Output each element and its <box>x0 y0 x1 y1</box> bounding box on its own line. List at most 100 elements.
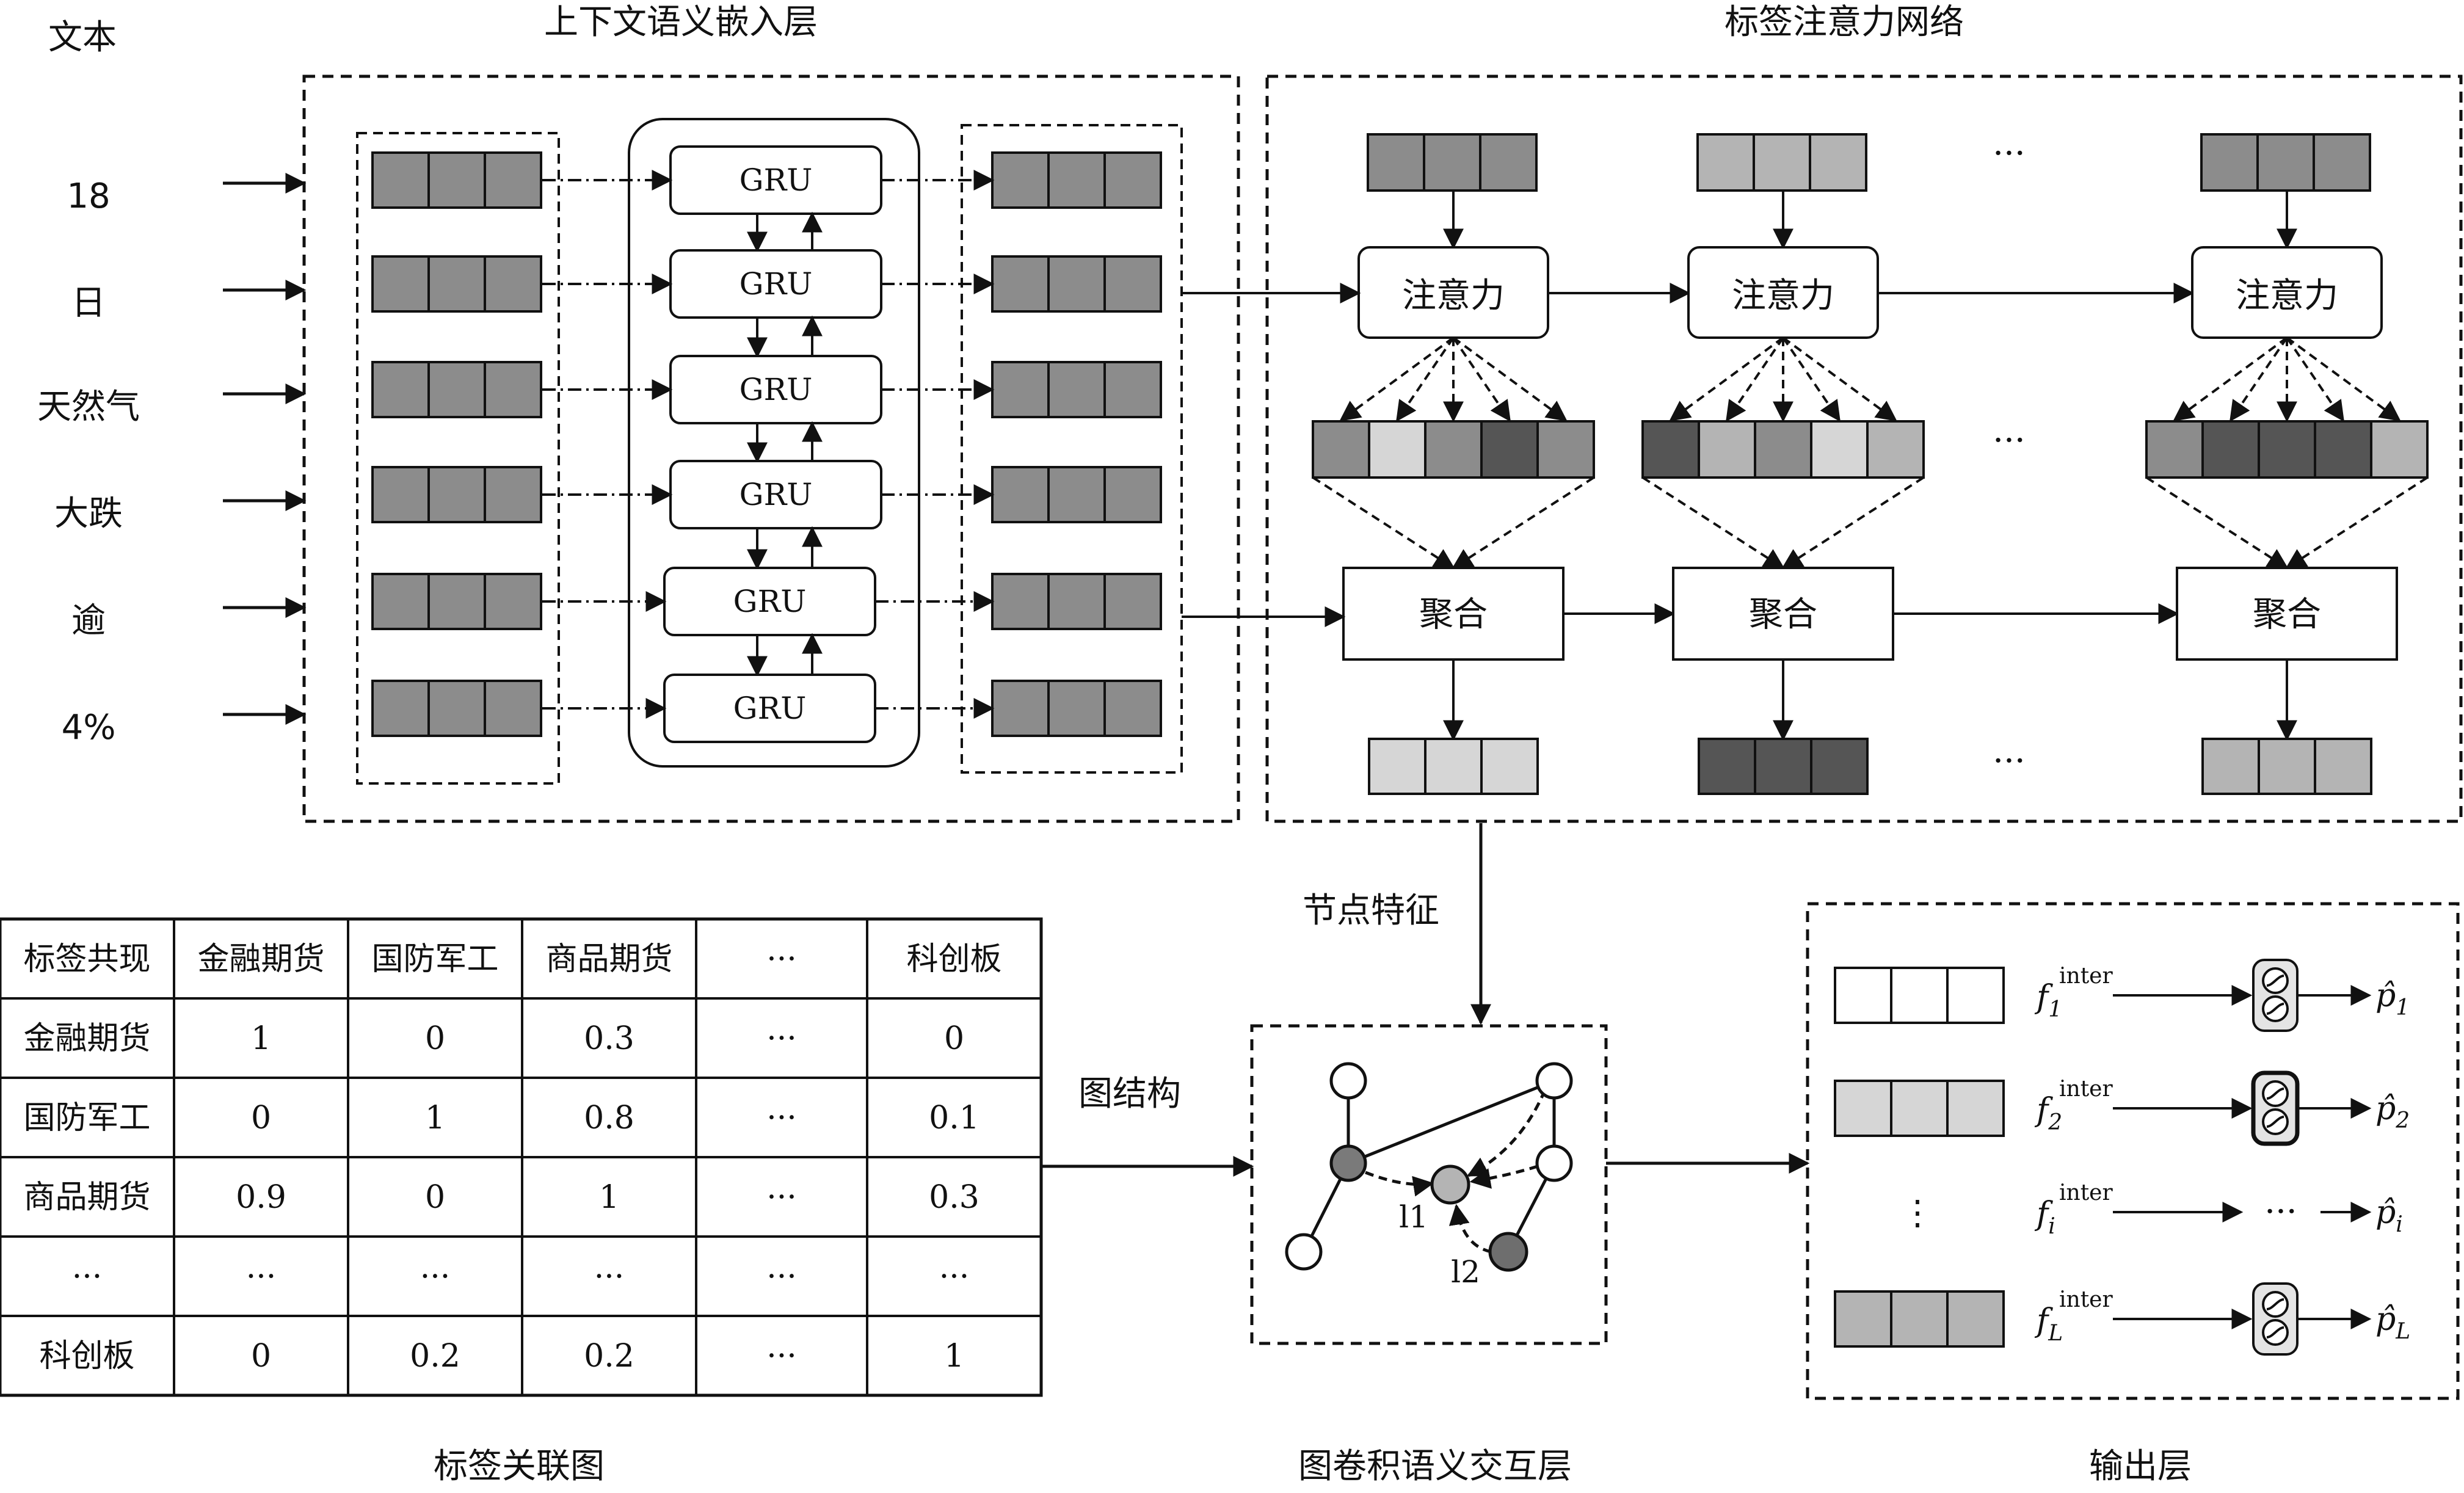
gcn-message-edge <box>1448 1204 1492 1254</box>
node-feature-label: 节点特征 <box>1303 891 1439 931</box>
output-feature-vector <box>1834 1290 2005 1348</box>
vector-cell <box>1946 1290 2005 1348</box>
vector-cell <box>1890 1080 1949 1137</box>
aggregate-arrow <box>2285 476 2429 569</box>
contextual-embedding-vector <box>991 466 1162 523</box>
vector-cell <box>1834 1290 1892 1348</box>
vector-cell <box>2313 133 2371 192</box>
table-cell: 0 <box>425 1020 445 1057</box>
graph-structure-label: 图结构 <box>1078 1074 1181 1114</box>
vector-cell <box>1103 573 1162 630</box>
vector-cell <box>1698 420 1756 479</box>
input-token: 4% <box>62 708 116 747</box>
feature-subscript: 1 <box>2048 997 2062 1022</box>
gru-label: GRU <box>733 691 807 726</box>
vector-cell <box>991 680 1050 737</box>
attention-weight-arrow <box>1726 336 1784 422</box>
attention-weight-arrow <box>2173 336 2288 422</box>
table-cell: 0.1 <box>929 1100 979 1136</box>
gcn-message-edge <box>1469 1164 1538 1189</box>
table-cell: 1 <box>425 1100 445 1136</box>
vector-cell <box>1698 738 1756 795</box>
input-embedding-group <box>356 132 560 785</box>
contextual-embedding-vector <box>991 573 1162 630</box>
vector-cell <box>1809 133 1867 192</box>
vector-cell <box>427 255 486 313</box>
vector-cell <box>1103 361 1162 418</box>
gcn-node-label-l2: l2 <box>1451 1254 1480 1290</box>
input-token: 大跌 <box>54 494 123 534</box>
output-feature-label: f1 <box>2034 979 2062 1022</box>
aggregate-label: 聚合 <box>2253 595 2321 634</box>
vector-cell <box>1834 967 1892 1024</box>
table-cell: 0 <box>944 1020 964 1057</box>
output-embedding-group <box>961 124 1183 774</box>
bigru-container <box>628 118 920 768</box>
vector-cell <box>1834 1080 1892 1137</box>
table-cell: 0.3 <box>584 1020 634 1057</box>
gcn-edge <box>1348 1079 1555 1165</box>
vector-cell <box>2258 420 2316 479</box>
prob-symbol: p̂ <box>2375 1194 2396 1231</box>
vector-cell <box>1641 420 1700 479</box>
input-embedding-vector <box>371 466 542 523</box>
predicted-probability: p̂i <box>2375 1194 2403 1237</box>
aggregate-arrow <box>2145 476 2289 569</box>
vector-cell <box>371 151 430 209</box>
table-cell: 国防军工 <box>23 1100 150 1136</box>
attention-weight-arrow <box>2230 336 2288 422</box>
vector-cell <box>1754 420 1812 479</box>
output-feature-label: fi <box>2034 1196 2055 1239</box>
label-embedding-vector <box>1367 133 1538 192</box>
vector-cell <box>1754 738 1812 795</box>
prob-symbol: p̂ <box>2375 1091 2396 1127</box>
vector-cell <box>1312 420 1370 479</box>
attention-ellipsis: ··· <box>1993 134 2025 173</box>
vector-cell <box>1103 255 1162 313</box>
vector-cell <box>484 680 542 737</box>
attention-weight-arrow <box>1452 336 1511 422</box>
table-cell: 0.2 <box>410 1338 460 1375</box>
vector-cell <box>427 680 486 737</box>
output-caption: 输出层 <box>2089 1447 2192 1486</box>
table-header-cell: ··· <box>766 941 797 978</box>
input-embedding-vector <box>371 680 542 737</box>
vector-cell <box>484 255 542 313</box>
vector-cell <box>1536 420 1595 479</box>
vector-cell <box>2314 738 2372 795</box>
vector-cell <box>1103 151 1162 209</box>
vector-cell <box>371 255 430 313</box>
vector-cell <box>2201 738 2260 795</box>
feature-subscript: L <box>2048 1321 2063 1346</box>
label-attention-title: 标签注意力网络 <box>1724 2 1964 42</box>
attention-weight-arrow <box>1452 336 1568 422</box>
table-header-cell: 标签共现 <box>23 941 150 978</box>
contextual-embedding-vector <box>991 680 1162 737</box>
vector-cell <box>1480 738 1539 795</box>
vector-cell <box>1047 151 1106 209</box>
vector-cell <box>1810 420 1869 479</box>
prob-subscript: 1 <box>2396 995 2410 1020</box>
vector-cell <box>1424 738 1483 795</box>
vector-cell <box>1367 133 1425 192</box>
table-cell: 金融期货 <box>23 1020 150 1057</box>
attention-weight-arrow <box>1782 336 1841 422</box>
table-cell: 1 <box>599 1179 619 1216</box>
predicted-probability: p̂L <box>2375 1301 2410 1344</box>
feature-superscript: inter <box>2059 1077 2113 1102</box>
aggregate-box <box>2176 567 2398 661</box>
vector-cell <box>1696 133 1755 192</box>
aggregate-arrow <box>1641 476 1785 569</box>
sigmoid-icon-curve <box>2266 1326 2284 1339</box>
gcn-node <box>1329 1144 1367 1182</box>
output-feature-vector <box>1834 967 2005 1024</box>
gcn-message-edge <box>1365 1171 1434 1197</box>
vector-cell <box>1047 361 1106 418</box>
table-cell: 0.3 <box>929 1179 979 1216</box>
vector-cell <box>1424 420 1483 479</box>
table-cell: 0 <box>251 1100 271 1136</box>
attention-weight-arrow <box>1782 336 1897 422</box>
